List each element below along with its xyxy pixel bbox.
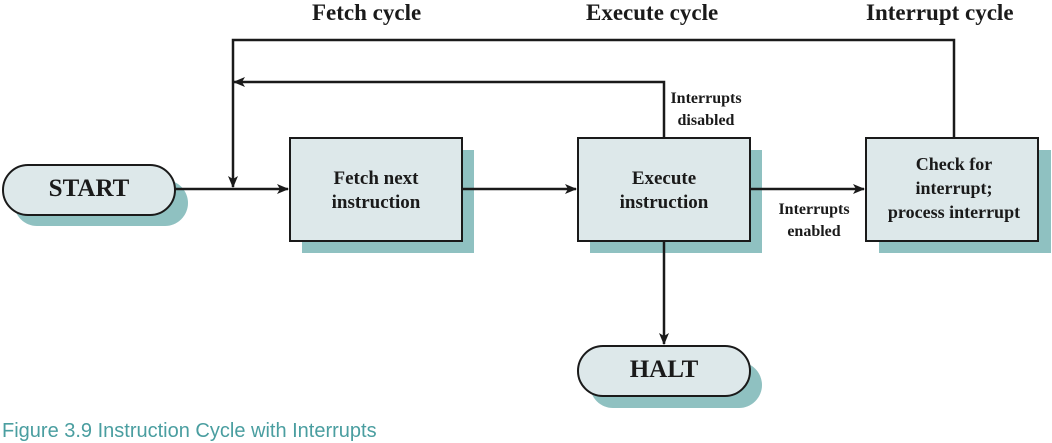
interrupts-enabled-label: Interrupts enabled [764,199,864,243]
fetch-line-2: instruction [331,192,421,213]
check-node [865,137,1039,242]
disabled-line-1: Interrupts [670,90,742,107]
enabled-line-2: enabled [787,223,841,240]
header-execute-cycle: Execute cycle [586,0,719,25]
diagram-canvas [2,38,1051,408]
header-interrupt-cycle: Interrupt cycle [866,0,1014,25]
header-fetch-cycle: Fetch cycle [312,0,422,25]
fetch-line-1: Fetch next [333,168,419,189]
fetch-node [289,137,463,242]
execute-label: Execute instruction [578,167,750,215]
check-label: Check for interrupt; process interrupt [866,152,1042,224]
check-line-3: process interrupt [887,202,1021,222]
execute-line-1: Execute [631,168,697,189]
interrupts-disabled-label: Interrupts disabled [664,88,748,132]
fetch-label: Fetch next instruction [290,167,462,215]
edge-interrupts-disabled [233,77,666,138]
check-line-2: interrupt; [915,178,993,198]
edge-interrupt-return [228,38,956,188]
check-line-1: Check for [915,154,993,174]
halt-label: HALT [629,356,699,383]
execute-line-2: instruction [619,192,709,213]
disabled-line-2: disabled [677,112,735,129]
start-label: START [48,175,130,202]
enabled-line-1: Interrupts [778,201,850,218]
halt-node [577,345,751,397]
